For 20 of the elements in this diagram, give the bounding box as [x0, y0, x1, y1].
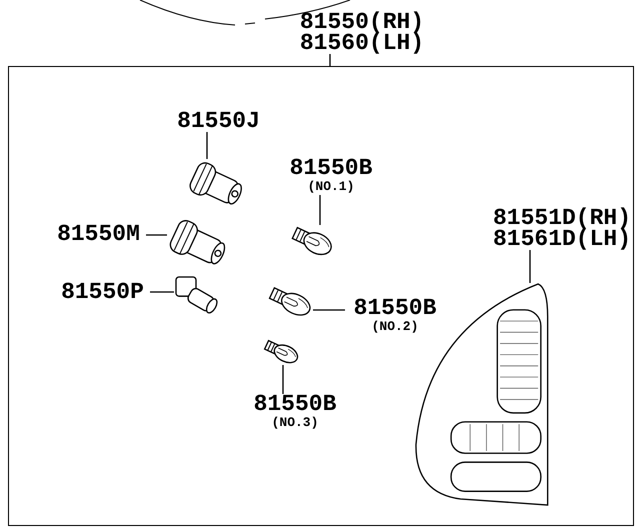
part-number: 81550(RH) 81560(LH) [292, 12, 432, 54]
leader-line [282, 365, 284, 394]
leader-line [319, 195, 321, 225]
leader-line [146, 234, 167, 236]
leader-line [150, 291, 174, 293]
position-note: (NO.3) [270, 415, 320, 431]
part-number: 81550J [171, 111, 266, 132]
part-number: 81550B [288, 158, 374, 179]
assembly-frame [8, 66, 634, 526]
leader-line [529, 250, 531, 283]
leader-line [329, 54, 331, 66]
leader-line [206, 132, 208, 159]
leader-line [313, 309, 345, 311]
part-number: 81550B [352, 298, 438, 319]
position-note: (NO.1) [306, 179, 356, 195]
part-number: 81550B [252, 394, 338, 415]
position-note: (NO.2) [370, 319, 420, 335]
part-number: 81550P [55, 282, 150, 303]
part-number: 81550M [51, 224, 146, 245]
part-number: 81551D(RH) 81561D(LH) [491, 208, 633, 250]
